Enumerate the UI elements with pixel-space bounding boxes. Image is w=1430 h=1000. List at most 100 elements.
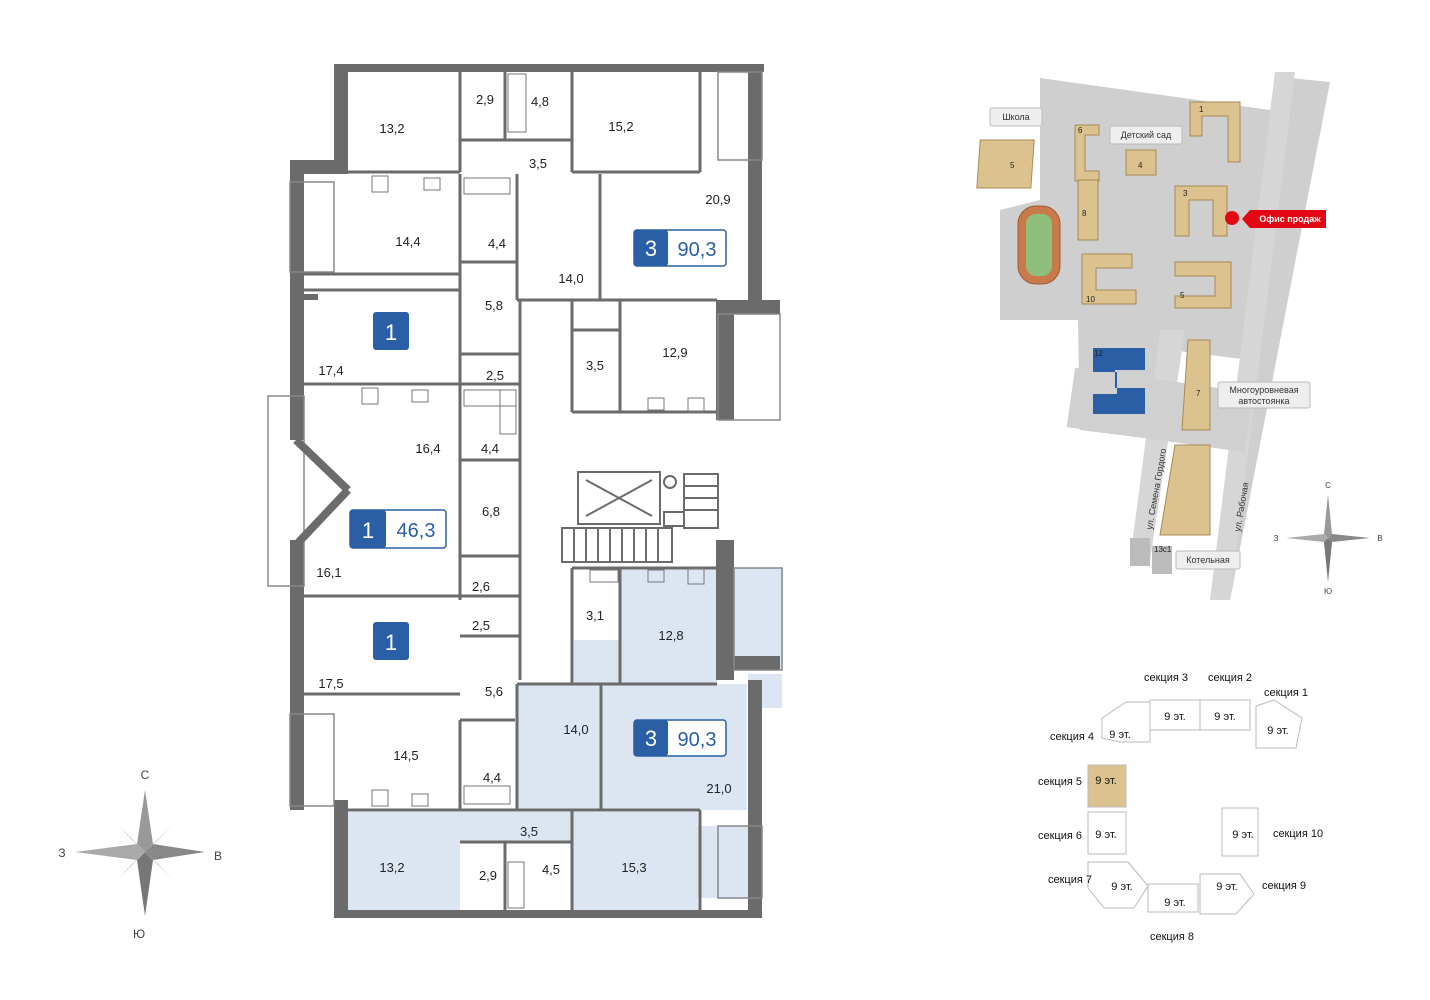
room-label: 5,8 (485, 298, 503, 313)
apartment-badge-1-a[interactable]: 1 (373, 312, 409, 350)
section-floors: 9 эт. (1267, 725, 1288, 737)
building-number: 4 (1138, 161, 1143, 170)
apartment-badge-1-c[interactable]: 1 (373, 622, 409, 660)
apartment-badge-3-top[interactable]: 3 90,3 (633, 229, 727, 267)
badge-rooms: 1 (385, 630, 397, 655)
room-label: 4,4 (483, 770, 501, 785)
section-floors: 9 эт. (1095, 775, 1116, 787)
section-label: секция 6 (1038, 830, 1082, 842)
section-label: секция 10 (1273, 828, 1323, 840)
walls (290, 64, 780, 918)
room-label: 17,4 (318, 363, 343, 378)
section-scheme (1087, 699, 1303, 915)
room-label: 16,4 (415, 441, 440, 456)
parking-label[interactable]: Многоуровневая автостоянка (1217, 381, 1311, 409)
angled-corridor (293, 437, 351, 548)
room-label: 3,5 (520, 824, 538, 839)
room-label: 16,1 (316, 565, 341, 580)
kindergarten-label[interactable]: Детский сад (1109, 125, 1183, 145)
building-number: 3 (1183, 189, 1188, 198)
section-label: секция 4 (1050, 731, 1094, 743)
badge-rooms: 1 (385, 320, 397, 345)
section-label: секция 9 (1262, 880, 1306, 892)
site-map (976, 72, 1330, 600)
svg-text:Многоуровневая: Многоуровневая (1229, 385, 1298, 395)
room-label: 14,5 (393, 748, 418, 763)
badge-area: 46,3 (397, 520, 436, 542)
room-label: 6,8 (482, 504, 500, 519)
room-label: 15,3 (621, 860, 646, 875)
svg-text:Котельная: Котельная (1186, 555, 1230, 565)
apartment-badge-3-bottom[interactable]: 3 90,3 (633, 719, 727, 757)
room-label: 3,1 (586, 608, 604, 623)
room-label: 13,2 (379, 121, 404, 136)
apartment-badge-1-b[interactable]: 1 46,3 (349, 509, 447, 549)
room-label: 17,5 (318, 676, 343, 691)
building-number: 6 (1078, 126, 1083, 135)
room-label: 2,5 (472, 618, 490, 633)
section-label: секция 2 (1208, 672, 1252, 684)
stair-core (561, 471, 719, 563)
room-label: 14,0 (558, 271, 583, 286)
building-number: 12 (1094, 349, 1103, 358)
compass-east: В (214, 849, 222, 863)
fixtures (361, 73, 705, 909)
room-label: 2,5 (486, 368, 504, 383)
compass-rose-icon (75, 790, 205, 916)
section-label: секция 3 (1144, 672, 1188, 684)
compass-south: Ю (133, 927, 145, 941)
room-label: 13,2 (379, 860, 404, 875)
section-floors: 9 эт. (1095, 829, 1116, 841)
building-number: 10 (1086, 295, 1095, 304)
building-number: 7 (1196, 389, 1201, 398)
building-number: 5 (1180, 291, 1185, 300)
room-label: 3,5 (529, 156, 547, 171)
room-label: 5,6 (485, 684, 503, 699)
partitions (304, 72, 717, 910)
balconies (267, 71, 783, 899)
badge-area: 90,3 (678, 239, 717, 261)
room-label: 3,5 (586, 358, 604, 373)
section-floors: 9 эт. (1111, 881, 1132, 893)
building-number: 8 (1082, 209, 1087, 218)
compass-west: З (1274, 534, 1279, 543)
room-label: 4,4 (488, 236, 506, 251)
section-label: секция 5 (1038, 776, 1082, 788)
svg-text:Школа: Школа (1002, 112, 1029, 122)
building-number: 5 (1010, 161, 1015, 170)
badge-area: 90,3 (678, 729, 717, 751)
section-floors: 9 эт. (1214, 711, 1235, 723)
room-label: 14,4 (395, 234, 420, 249)
compass-east: В (1377, 534, 1382, 543)
compass-south: Ю (1324, 587, 1332, 596)
room-label: 12,8 (658, 628, 683, 643)
compass-west: З (58, 846, 65, 860)
building-number: 1 (1199, 105, 1204, 114)
sales-office-pin-icon[interactable]: Офис продаж (1225, 210, 1326, 228)
room-label: 14,0 (563, 722, 588, 737)
section-label: секция 7 (1048, 874, 1092, 886)
section-floors: 9 эт. (1164, 897, 1185, 909)
svg-text:автостоянка: автостоянка (1238, 396, 1289, 406)
building-number: 13с1 (1154, 545, 1172, 554)
badge-rooms: 3 (645, 726, 657, 751)
sales-office-label: Офис продаж (1259, 214, 1321, 224)
compass-north: С (141, 768, 150, 782)
section-floors: 9 эт. (1216, 881, 1237, 893)
section-floors: 9 эт. (1109, 729, 1130, 741)
room-label: 4,8 (531, 94, 549, 109)
room-label: 21,0 (706, 781, 731, 796)
boiler-label[interactable]: Котельная (1175, 550, 1241, 570)
room-label: 2,9 (476, 92, 494, 107)
room-label: 4,4 (481, 441, 499, 456)
school-label[interactable]: Школа (989, 107, 1043, 127)
section-floors: 9 эт. (1232, 829, 1253, 841)
section-floors: 9 эт. (1164, 711, 1185, 723)
room-label: 2,9 (479, 868, 497, 883)
room-label: 15,2 (608, 119, 633, 134)
room-label: 20,9 (705, 192, 730, 207)
room-label: 4,5 (542, 862, 560, 877)
section-label: секция 8 (1150, 931, 1194, 943)
compass-rose-icon (1286, 494, 1370, 582)
